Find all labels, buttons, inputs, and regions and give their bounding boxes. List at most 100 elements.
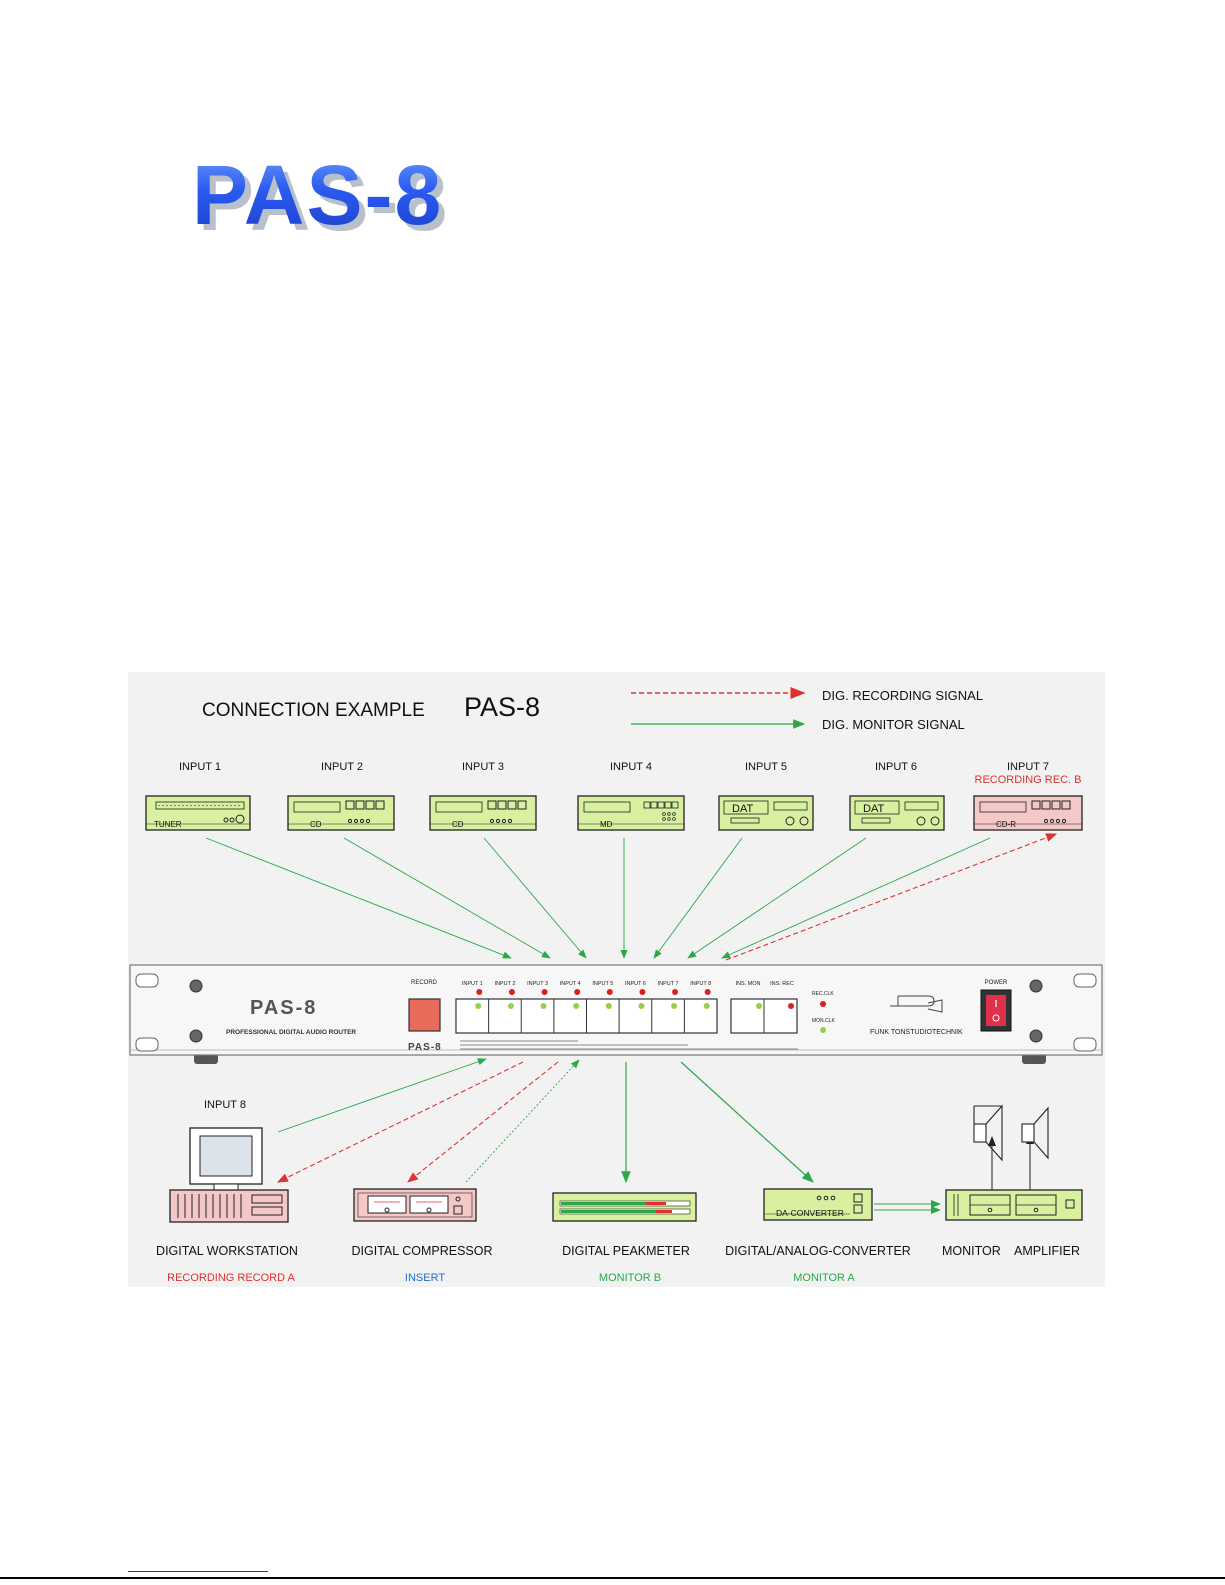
- input-8-label: INPUT 8: [204, 1099, 246, 1111]
- connection-diagram: CONNECTION EXAMPLE PAS-8 DIG. RECORDING …: [128, 672, 1105, 1287]
- router-input-label: INPUT 6: [625, 981, 646, 987]
- rack-screw-bl: [189, 1029, 203, 1043]
- cd-player-2-label: CD: [452, 820, 464, 829]
- dat-recorder-2-label: DAT: [863, 803, 884, 815]
- input-7-label: INPUT 7: [1007, 761, 1049, 773]
- power-switch[interactable]: [986, 995, 1006, 1026]
- router-input-button[interactable]: [620, 1000, 651, 1032]
- router-input-button[interactable]: [522, 1000, 553, 1032]
- logo-text: PAS-8: [192, 160, 443, 240]
- input-4-label: INPUT 4: [610, 761, 652, 773]
- ins-mon-label: INS. MON: [735, 981, 760, 987]
- trombone-icon: [890, 995, 943, 1013]
- mon-clk-label: MON.CLK: [812, 1018, 835, 1024]
- router-input-button[interactable]: [490, 1000, 521, 1032]
- router-input-label: INPUT 7: [658, 981, 679, 987]
- router-front-brand: PAS-8: [408, 1042, 442, 1053]
- rack-screw-tl: [189, 979, 203, 993]
- rack-screw-tr: [1029, 979, 1043, 993]
- router-input-rec-led: [639, 989, 646, 995]
- rack-slot-br: [1073, 1037, 1097, 1052]
- footer-link-underline[interactable]: [128, 1571, 268, 1572]
- router-input-label: INPUT 1: [462, 981, 483, 987]
- input-7-arrow: [721, 837, 991, 959]
- router-brand: PAS-8: [250, 997, 317, 1019]
- logo-shadow: PAS-8: [198, 160, 449, 240]
- digital-compressor: [353, 1188, 477, 1222]
- legend-recording-label: DIG. RECORDING SIGNAL: [822, 688, 983, 703]
- peakmeter-label: DIGITAL PEAKMETER: [562, 1244, 690, 1258]
- input-1-label: INPUT 1: [179, 761, 221, 773]
- legend-monitor-label: DIG. MONITOR SIGNAL: [822, 717, 965, 732]
- input-2-label: INPUT 2: [321, 761, 363, 773]
- maker-label: FUNK TONSTUDIOTECHNIK: [870, 1029, 963, 1036]
- compressor-label: DIGITAL COMPRESSOR: [352, 1244, 493, 1258]
- da-converter-label: DA-CONVERTER: [776, 1208, 844, 1218]
- rec-clk-label: REC.CLK: [812, 991, 834, 997]
- router-input-mon-led: [507, 1003, 514, 1009]
- mon-clk-led: [820, 1027, 826, 1033]
- input-8-arrow: [277, 1058, 487, 1133]
- input-3-label: INPUT 3: [462, 761, 504, 773]
- input-1-arrow: [205, 837, 512, 959]
- router-input-mon-led: [638, 1003, 645, 1009]
- record-label: RECORD: [411, 980, 438, 986]
- monitor-a-arrow: [680, 1061, 814, 1183]
- dat-recorder-1-label: DAT: [732, 803, 753, 815]
- router-input-button[interactable]: [555, 1000, 586, 1032]
- router-input-rec-led: [606, 989, 613, 995]
- ins-rec-led: [788, 1003, 794, 1009]
- workstation-tower: [169, 1189, 289, 1223]
- router-input-label: INPUT 2: [494, 981, 515, 987]
- router-input-button[interactable]: [685, 1000, 716, 1032]
- cdr-recorder: CD-R: [973, 795, 1083, 831]
- compressor-role: INSERT: [405, 1272, 445, 1284]
- router-subtitle: PROFESSIONAL DIGITAL AUDIO ROUTER: [226, 1029, 356, 1036]
- rec-a-arrow: [277, 1061, 524, 1183]
- footer-rule: [0, 1577, 1225, 1579]
- ins-rec-label: INS. REC: [770, 981, 794, 987]
- ins-mon-led: [756, 1003, 762, 1009]
- diagram-title-model: PAS-8: [464, 692, 540, 722]
- router-input-mon-led: [671, 1003, 678, 1009]
- da-converter-role: MONITOR A: [793, 1272, 855, 1284]
- legend: DIG. RECORDING SIGNAL DIG. MONITOR SIGNA…: [631, 687, 983, 732]
- monitor-amplifier: [945, 1189, 1083, 1221]
- router-input-button[interactable]: [588, 1000, 619, 1032]
- da-converter: DA-CONVERTER: [763, 1188, 873, 1221]
- input-6-arrow: [687, 837, 867, 959]
- speaker-left-icon: [973, 1104, 1003, 1162]
- peakmeter-role: MONITOR B: [599, 1272, 661, 1284]
- amplifier-label: MONITOR AMPLIFIER: [942, 1244, 1080, 1258]
- router-input-label: INPUT 5: [592, 981, 613, 987]
- router-input-rec-led: [508, 989, 515, 995]
- router-input-button[interactable]: [457, 1000, 488, 1032]
- tuner-device: TUNER: [145, 795, 251, 831]
- tuner-label: TUNER: [154, 820, 182, 829]
- input-buttons: INPUT 1 INPUT 2 INPUT 3 INPUT 4 INPUT 5 INPUT…: [457, 981, 716, 1033]
- router-input-rec-led: [574, 989, 581, 995]
- router-input-rec-led: [704, 989, 711, 995]
- input-connections: [205, 833, 1058, 961]
- router-input-button[interactable]: [653, 1000, 684, 1032]
- insert-send-arrow: [407, 1061, 559, 1183]
- record-button[interactable]: [408, 998, 441, 1032]
- pas8-logo: PAS-8 PAS-8: [190, 148, 520, 248]
- router-input-rec-led: [672, 989, 679, 995]
- router-input-mon-led: [703, 1003, 710, 1009]
- md-player-label: MD: [600, 820, 613, 829]
- monitor-screen: [199, 1135, 253, 1177]
- router-input-mon-led: [605, 1003, 612, 1009]
- power-label: POWER: [985, 980, 1008, 986]
- router-input-mon-led: [475, 1003, 482, 1009]
- router-input-label: INPUT 3: [527, 981, 548, 987]
- dat-recorder-2: DAT: [849, 795, 945, 831]
- rec-clk-led: [820, 1001, 826, 1007]
- input-5-arrow: [653, 837, 743, 959]
- da-converter-name: DIGITAL/ANALOG-CONVERTER: [725, 1244, 911, 1258]
- input-6-label: INPUT 6: [875, 761, 917, 773]
- cdr-recorder-label: CD-R: [996, 820, 1016, 829]
- speaker-right-icon: [1021, 1106, 1049, 1160]
- rack-slot-bl: [135, 1037, 159, 1052]
- router-input-label: INPUT 4: [560, 981, 581, 987]
